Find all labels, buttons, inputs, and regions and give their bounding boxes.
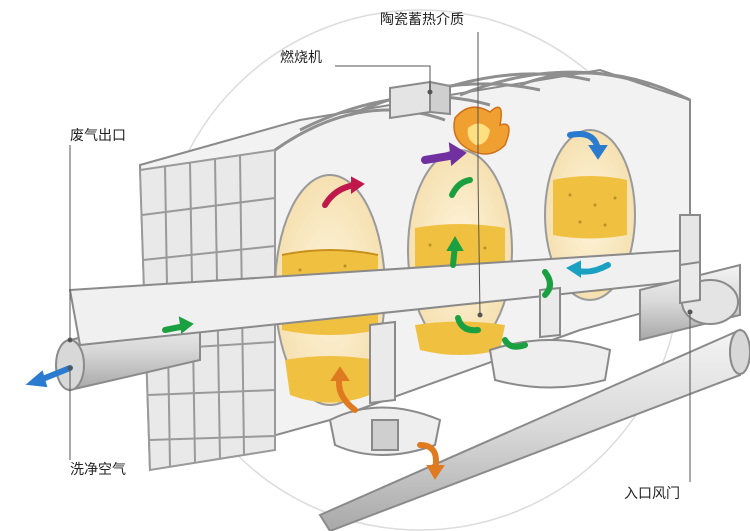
inlet-damper-label: 入口风门 bbox=[624, 486, 680, 502]
exhaust-outlet-label: 废气出口 bbox=[70, 128, 126, 144]
burner-label: 燃烧机 bbox=[280, 50, 322, 66]
purge-air-label: 洗净空气 bbox=[70, 462, 126, 478]
flow-arrows bbox=[25, 131, 611, 480]
ceramic-media-label: 陶瓷蓄热介质 bbox=[380, 12, 464, 28]
valve-middle bbox=[488, 286, 612, 389]
leader-lines bbox=[67, 32, 693, 482]
burner-box bbox=[389, 80, 451, 120]
valve-right bbox=[679, 260, 701, 305]
inlet-damper-pipe bbox=[318, 263, 750, 531]
middle-chamber-flow-arrow-icon bbox=[449, 177, 473, 198]
exhaust-flow-arrow-icon bbox=[37, 365, 73, 383]
combustion-flow-arrow-icon bbox=[421, 151, 459, 164]
flame-icon bbox=[453, 106, 510, 155]
valve-left bbox=[328, 320, 442, 456]
